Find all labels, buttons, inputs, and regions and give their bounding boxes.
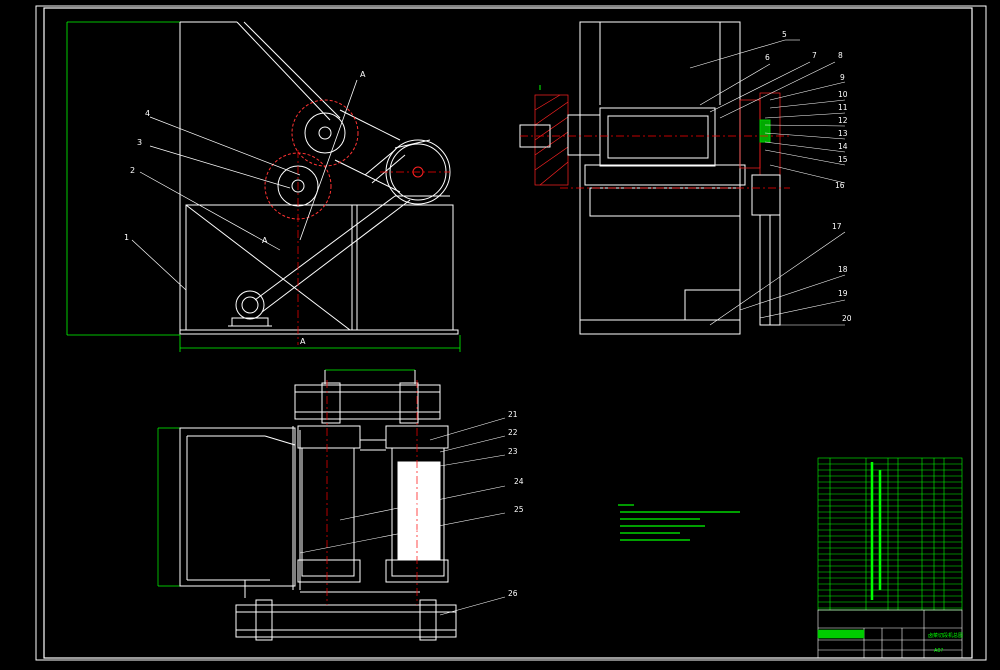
front-view-labels: 4 3 2 1 A A A A — [124, 70, 366, 346]
part-label-11: 11 — [838, 103, 848, 112]
part-label-20: 20 — [842, 314, 852, 323]
part-label-10: 10 — [838, 90, 848, 99]
part-label-3: 3 — [137, 138, 142, 147]
part-label-22: 22 — [508, 428, 518, 437]
part-label-4: 4 — [145, 109, 150, 118]
part-label-1: 1 — [124, 233, 129, 242]
part-label-7: 7 — [812, 51, 817, 60]
part-label-23: 23 — [508, 447, 518, 456]
part-label-12: 12 — [838, 116, 848, 125]
drawing-title: 卤菜切段机总图 — [928, 632, 963, 639]
outer-frame — [35, 5, 987, 661]
front-view — [66, 21, 461, 352]
side-view-labels: 5 6 7 8 9 10 11 12 13 14 15 16 17 18 19 … — [765, 30, 852, 323]
part-label-24: 24 — [514, 477, 524, 486]
side-view — [519, 21, 846, 335]
section-mark-2: A — [262, 236, 268, 245]
top-view-labels: 21 22 23 24 25 26 — [508, 410, 524, 598]
part-label-25: 25 — [514, 505, 524, 514]
part-label-8: 8 — [838, 51, 843, 60]
part-label-14: 14 — [838, 142, 848, 151]
parts-list — [817, 457, 963, 611]
part-label-2: 2 — [130, 166, 135, 175]
part-label-9: 9 — [840, 73, 845, 82]
inner-frame — [43, 7, 973, 659]
part-label-21: 21 — [508, 410, 518, 419]
technical-notes — [618, 504, 740, 541]
part-label-18: 18 — [838, 265, 848, 274]
part-label-26: 26 — [508, 589, 518, 598]
part-label-16: 16 — [835, 181, 845, 190]
part-label-13: 13 — [838, 129, 848, 138]
part-label-5: 5 — [782, 30, 787, 39]
top-view — [157, 369, 506, 641]
part-label-17: 17 — [832, 222, 842, 231]
part-label-6: 6 — [765, 53, 770, 62]
drawing-number: A0? — [934, 648, 944, 654]
section-mark-1: A — [360, 70, 366, 79]
title-block: 卤菜切段机总图 A0? — [817, 609, 963, 659]
part-label-15: 15 — [838, 155, 848, 164]
section-mark-3: A — [300, 337, 306, 346]
part-label-19: 19 — [838, 289, 848, 298]
